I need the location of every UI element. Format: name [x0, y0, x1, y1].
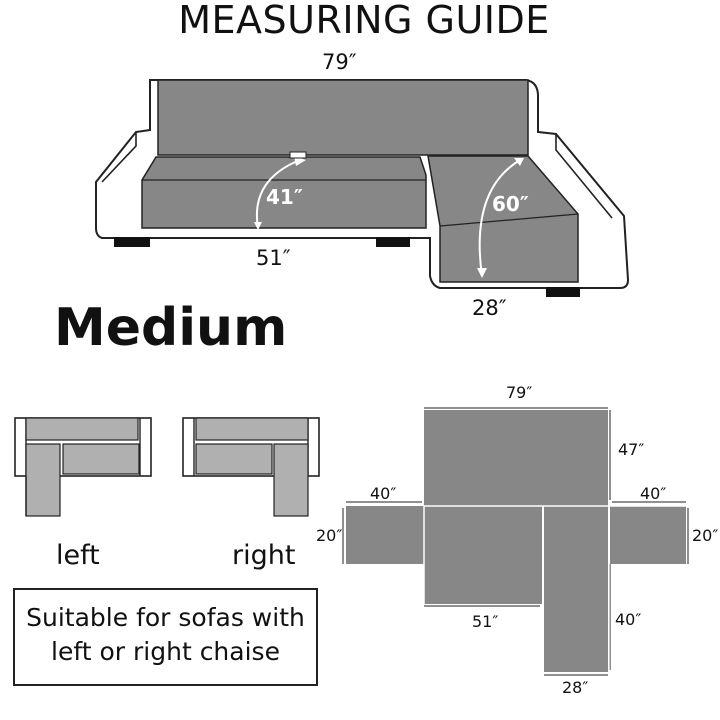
- note-line-1: Suitable for sofas with: [26, 603, 305, 632]
- layout-seat-width: 51″: [472, 612, 499, 631]
- sofa-leg: [114, 237, 150, 247]
- page-title: MEASURING GUIDE: [178, 0, 550, 42]
- seat-width-label: 51″: [256, 246, 291, 270]
- layout-right-arm: [610, 506, 686, 564]
- back-width-label: 79″: [322, 50, 357, 74]
- compatibility-note: Suitable for sofas with left or right ch…: [13, 588, 318, 686]
- layout-left-arm: [346, 506, 424, 564]
- size-label: Medium: [54, 298, 288, 358]
- layout-right-arm-width: 40″: [640, 484, 667, 503]
- seat-depth-arrow: [255, 159, 301, 229]
- chaise-width-label: 28″: [472, 296, 507, 320]
- layout-chaise-panel: [544, 506, 608, 672]
- back-cushion: [157, 79, 529, 156]
- right-chaise-icon: [182, 417, 320, 517]
- left-chaise-icon: [14, 417, 152, 517]
- layout-chaise-length: 40″: [615, 610, 642, 629]
- layout-left-arm-height: 20″: [316, 526, 343, 545]
- layout-back-width: 79″: [506, 383, 533, 402]
- sofa-leg: [376, 237, 410, 247]
- left-caption: left: [56, 540, 100, 571]
- note-line-2: left or right chaise: [51, 637, 280, 666]
- flat-layout: [342, 407, 689, 676]
- layout-chaise-width: 28″: [562, 678, 589, 697]
- sofa-leg: [546, 287, 580, 297]
- layout-seat-panel: [424, 506, 542, 604]
- layout-back-panel: [424, 410, 608, 506]
- layout-right-arm-height: 20″: [692, 526, 719, 545]
- chaise-length-arrow: [478, 159, 521, 277]
- layout-back-height: 47″: [618, 440, 645, 459]
- seat-depth-label: 41″: [266, 185, 303, 209]
- layout-left-arm-width: 40″: [370, 484, 397, 503]
- right-caption: right: [232, 540, 296, 571]
- chaise-length-label: 60″: [492, 192, 529, 216]
